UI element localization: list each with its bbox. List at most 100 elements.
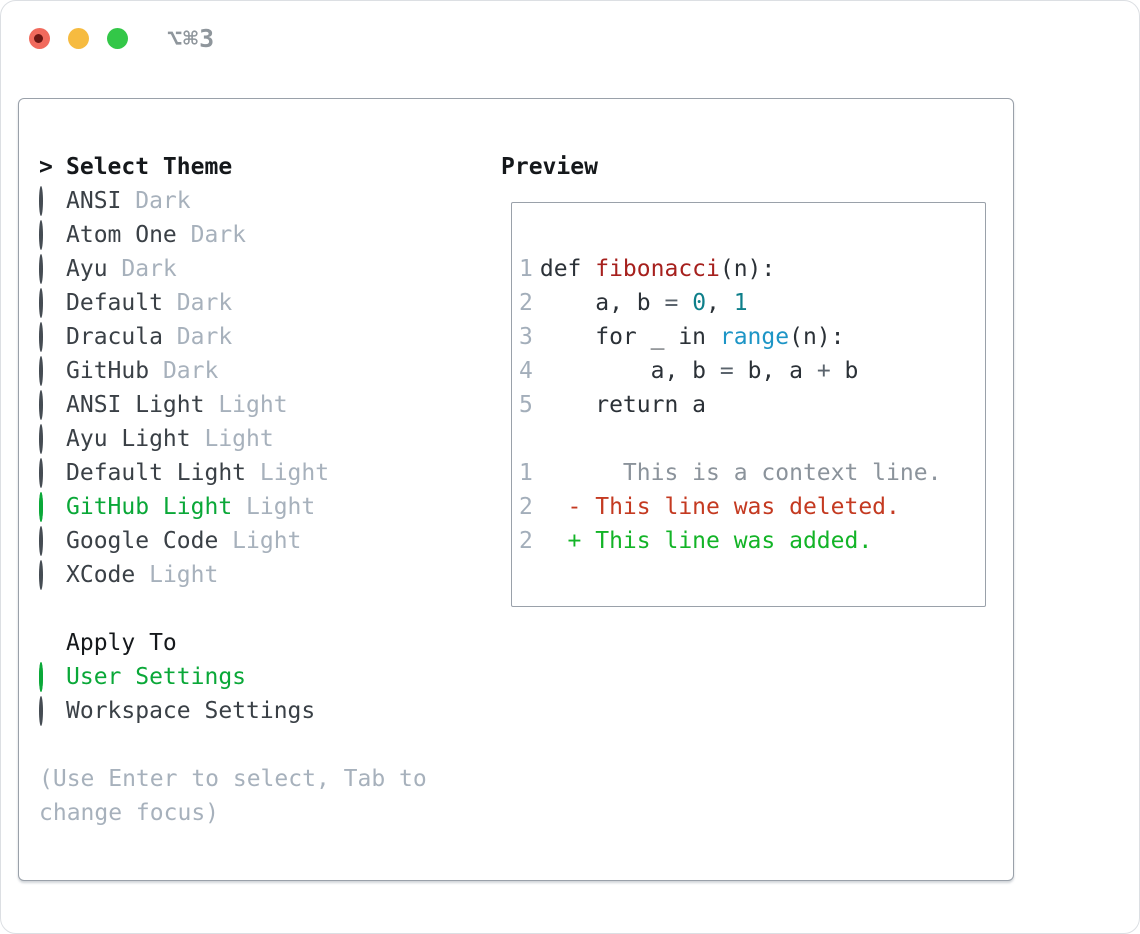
- code-segment-builtin: range: [719, 324, 790, 350]
- line-content: def fibonacci(n):: [540, 256, 775, 282]
- radio-icon: [39, 322, 43, 352]
- line-number: 4: [519, 358, 533, 384]
- preview-line: 2 + This line was added.: [519, 524, 985, 558]
- radio-icon: [39, 458, 43, 488]
- line-number: 2: [519, 528, 533, 554]
- theme-option-default[interactable]: Default Dark: [39, 286, 427, 320]
- apply-option-label: User Settings: [66, 664, 247, 690]
- preview-line: 2 - This line was deleted.: [519, 490, 985, 524]
- zoom-button[interactable]: [107, 28, 128, 49]
- code-segment-code: return a: [539, 392, 707, 418]
- radio-icon: [39, 288, 43, 318]
- theme-variant-tag: Dark: [162, 358, 219, 384]
- apply-to-header: Apply To: [39, 626, 427, 660]
- minimize-button[interactable]: [68, 28, 89, 49]
- apply-option-user-settings[interactable]: User Settings: [39, 660, 427, 694]
- preview-line: 1 This is a context line.: [519, 456, 985, 490]
- line-content: for _ in range(n):: [539, 324, 845, 350]
- code-segment-number: 0: [692, 290, 707, 316]
- theme-option-google-code[interactable]: Google Code Light: [39, 524, 427, 558]
- line-content: + This line was added.: [539, 528, 873, 554]
- theme-option-github[interactable]: GitHub Dark: [39, 354, 427, 388]
- radio-icon: [39, 424, 43, 454]
- hint-text: (Use Enter to select, Tab to change focu…: [39, 762, 427, 830]
- line-content: a, b = b, a + b: [540, 358, 859, 384]
- theme-variant-tag: Light: [204, 426, 274, 452]
- theme-variant-tag: Dark: [176, 290, 233, 316]
- line-number: 5: [519, 392, 533, 418]
- line-content: a, b = 0, 1: [540, 290, 748, 316]
- code-segment-operator: =: [664, 290, 679, 316]
- theme-variant-tag: Light: [149, 562, 219, 588]
- code-segment-code: [678, 290, 692, 316]
- code-segment-number: 1: [733, 290, 748, 316]
- code-segment-code: b, a: [733, 358, 817, 384]
- preview-header: Preview: [501, 150, 598, 184]
- theme-variant-tag: Dark: [190, 222, 247, 248]
- close-button[interactable]: [29, 28, 50, 49]
- preview-line: 3 for _ in range(n):: [519, 320, 985, 354]
- code-segment-operator: =: [719, 358, 734, 384]
- window-title: ⌥⌘3: [167, 24, 216, 53]
- code-segment-code: (n):: [789, 324, 845, 350]
- radio-icon: [39, 356, 43, 386]
- theme-option-ansi[interactable]: ANSI Dark: [39, 184, 427, 218]
- theme-variant-tag: Dark: [135, 188, 191, 214]
- theme-option-label: XCode: [66, 562, 136, 588]
- radio-icon: [39, 254, 43, 284]
- theme-option-default-light[interactable]: Default Light Light: [39, 456, 427, 490]
- cursor-arrow-icon: >: [39, 154, 53, 180]
- code-segment-operator: +: [816, 358, 831, 384]
- theme-option-label: Atom One: [66, 222, 177, 248]
- theme-option-label: Google Code: [66, 528, 219, 554]
- code-segment-code: for _ in: [539, 324, 720, 350]
- apply-option-workspace-settings[interactable]: Workspace Settings: [39, 694, 427, 728]
- theme-option-label: GitHub: [66, 358, 150, 384]
- line-content: This is a context line.: [540, 460, 942, 486]
- radio-icon: [39, 186, 43, 216]
- theme-variant-tag: Light: [259, 460, 330, 486]
- line-number: 2: [519, 494, 533, 520]
- theme-option-xcode[interactable]: XCode Light: [39, 558, 427, 592]
- radio-selected-icon: [39, 492, 43, 522]
- theme-variant-tag: Light: [232, 528, 302, 554]
- code-segment-added: + This line was added.: [539, 528, 873, 554]
- hint-line-1: (Use Enter to select, Tab to: [39, 766, 427, 792]
- code-segment-code: ,: [706, 290, 734, 316]
- close-dot-icon: [34, 34, 43, 43]
- theme-variant-tag: Light: [218, 392, 288, 418]
- line-number: 2: [519, 290, 533, 316]
- radio-selected-icon: [39, 662, 43, 692]
- theme-variant-tag: Dark: [121, 256, 177, 282]
- theme-option-label: GitHub Light: [66, 494, 233, 520]
- preview-line: 4 a, b = b, a + b: [519, 354, 985, 388]
- theme-option-label: ANSI Light: [66, 392, 205, 418]
- preview-line: 2 a, b = 0, 1: [519, 286, 985, 320]
- theme-option-label: Default: [66, 290, 163, 316]
- radio-icon: [39, 390, 43, 420]
- theme-option-label: ANSI: [66, 188, 122, 214]
- code-segment-function: fibonacci: [595, 256, 720, 282]
- theme-option-label: Default Light: [66, 460, 247, 486]
- radio-icon: [39, 220, 43, 250]
- code-segment-code: (n):: [719, 256, 776, 282]
- radio-icon: [39, 696, 43, 726]
- theme-option-ansi-light[interactable]: ANSI Light Light: [39, 388, 427, 422]
- spacer: [39, 592, 427, 626]
- line-number: 1: [519, 460, 533, 486]
- theme-option-atom-one[interactable]: Atom One Dark: [39, 218, 427, 252]
- hint-line-2: change focus): [39, 800, 220, 826]
- preview-line: [519, 422, 985, 456]
- spacer: [39, 728, 427, 762]
